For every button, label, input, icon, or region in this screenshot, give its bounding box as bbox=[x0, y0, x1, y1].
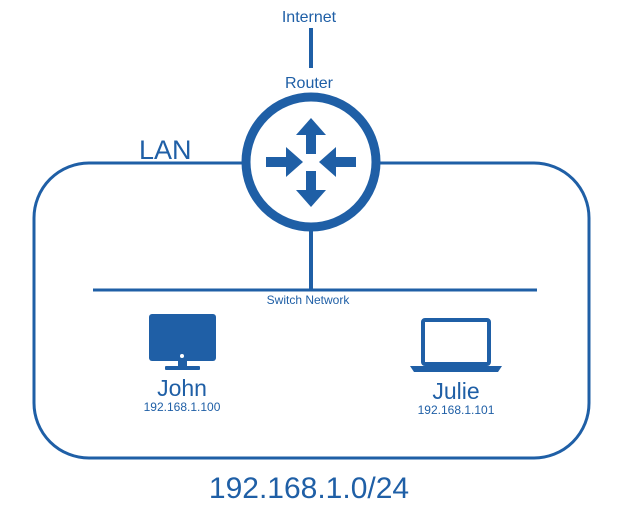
router-arrow-left-icon bbox=[319, 147, 356, 177]
host-ip-john: 192.168.1.100 bbox=[144, 400, 221, 414]
router-arrow-down-icon bbox=[296, 171, 326, 207]
host-ip-julie: 192.168.1.101 bbox=[418, 403, 495, 417]
router-arrow-up-icon bbox=[296, 118, 326, 154]
router-icon bbox=[241, 92, 381, 232]
subnet-label: 192.168.1.0/24 bbox=[209, 472, 409, 505]
desktop-monitor-icon bbox=[149, 314, 216, 370]
laptop-icon bbox=[410, 318, 502, 372]
router-label: Router bbox=[285, 75, 334, 92]
router-arrow-right-icon bbox=[266, 147, 303, 177]
switch-network-label: Switch Network bbox=[267, 293, 351, 307]
lan-label: LAN bbox=[139, 135, 192, 165]
host-name-julie: Julie bbox=[432, 378, 479, 404]
host-name-john: John bbox=[157, 375, 207, 401]
internet-label: Internet bbox=[282, 9, 337, 26]
